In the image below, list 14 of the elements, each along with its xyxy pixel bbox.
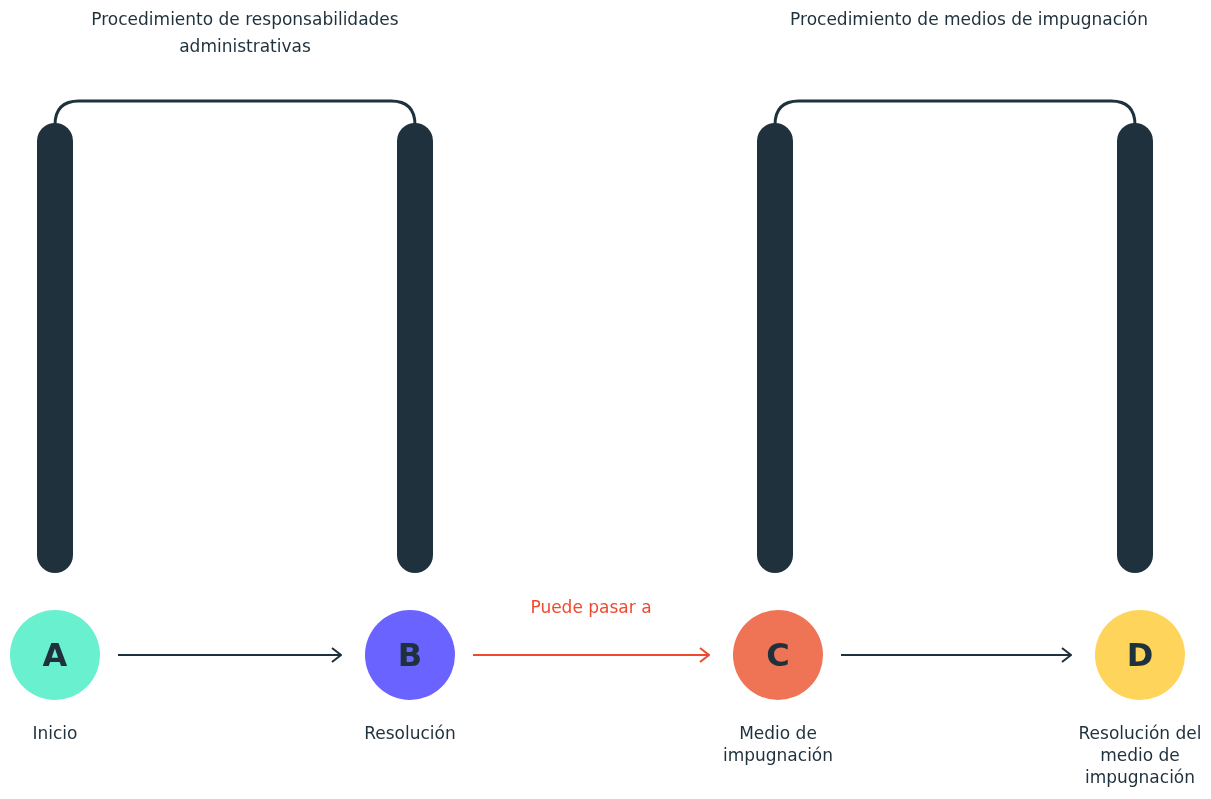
section-heading: Procedimiento de responsabilidades administrativas <box>90 8 400 58</box>
arrow <box>472 647 710 663</box>
letter-circle: D <box>1095 610 1185 700</box>
section-heading: Procedimiento de medios de impugnación <box>789 8 1149 31</box>
letter-circle: B <box>365 610 455 700</box>
node-caption: Resolución <box>363 722 457 744</box>
edge-label: Puede pasar a <box>530 597 652 617</box>
node-caption: Inicio <box>31 722 79 744</box>
arrow <box>117 647 342 663</box>
letter-circle: A <box>10 610 100 700</box>
node-caption: Resolución del medio de impugnación <box>1077 722 1203 788</box>
letter-circle: C <box>733 610 823 700</box>
node-caption: Medio de impugnación <box>721 722 835 766</box>
arrow <box>840 647 1072 663</box>
